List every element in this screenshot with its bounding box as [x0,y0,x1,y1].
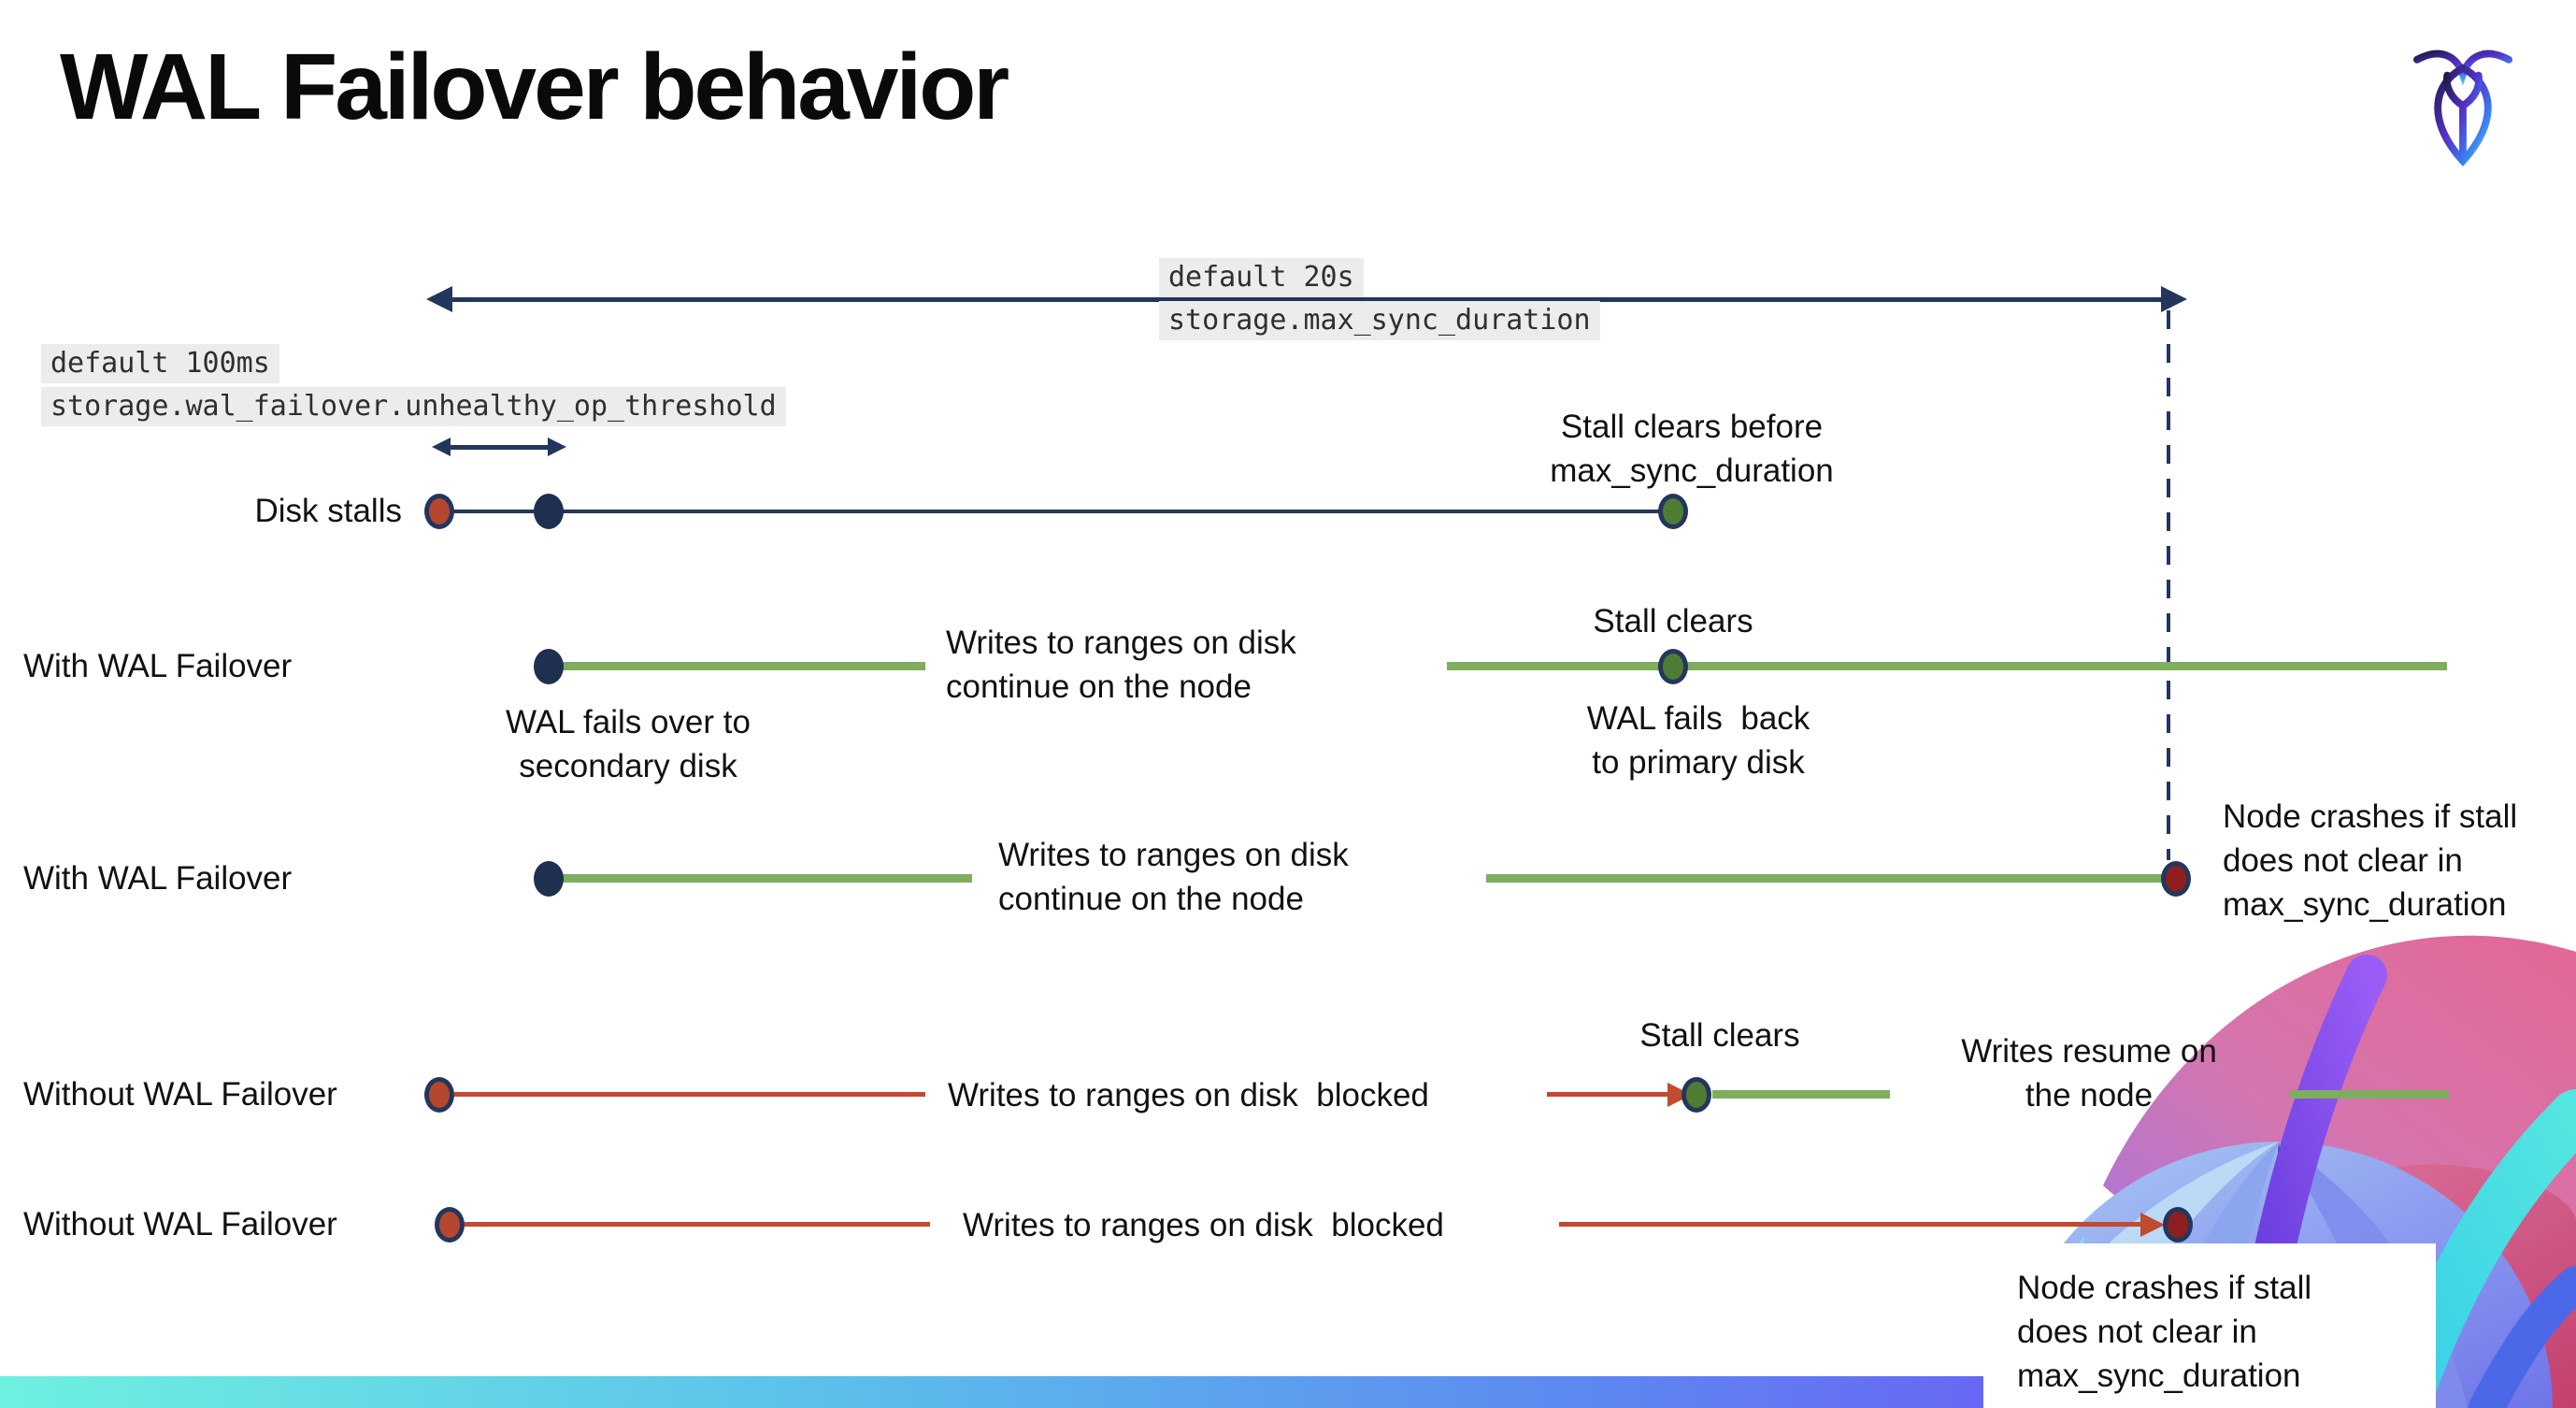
writes-resume-note: Writes resume on the node [1961,1033,2217,1113]
stall-start-dot [424,1077,454,1113]
node-crash-callout: Node crashes if stall does not clear in … [1983,1243,2436,1408]
failover-dot [534,861,564,897]
row-label-without-wal-failover-2: Without WAL Failover [23,1206,337,1243]
arrowhead-right-icon [2161,286,2187,312]
stall-clears-note: Stall clears [1593,603,1753,639]
writes-continue-line [1486,874,2167,883]
writes-blocked-line [465,1222,930,1227]
red-arrowhead-icon [2140,1213,2165,1237]
writes-continue-note: Writes to ranges on disk continue on the… [946,625,1296,705]
wal-failover-note: WAL fails over to secondary disk [506,704,751,784]
stall-clear-dot [1658,494,1688,529]
max-sync-default-value: default 20s [1159,258,1364,297]
page-title: WAL Failover behavior [60,35,1009,139]
failover-dot [534,649,564,684]
writes-continue-note: Writes to ranges on disk continue on the… [998,837,1349,917]
writes-resume-line [1712,1090,1890,1099]
row-label-with-wal-failover-1: With WAL Failover [23,648,293,684]
stall-clear-dot [1682,1077,1711,1113]
writes-resume-line [2290,1090,2449,1099]
stall-clears-before-note: Stall clears before max_sync_duration [1550,409,1834,489]
stall-start-dot [435,1207,465,1243]
arrowhead-left-icon [426,286,452,312]
arrowhead-left-icon [432,438,451,456]
node-crash-dot [2161,861,2191,897]
threshold-setting-name: storage.wal_failover.unhealthy_op_thresh… [41,387,786,426]
max-sync-setting-name: storage.max_sync_duration [1159,301,1600,340]
arrowhead-right-icon [548,438,566,456]
threshold-range-arrow [447,445,550,450]
writes-blocked-note: Writes to ranges on disk blocked [963,1207,1444,1243]
node-crash-note: Node crashes if stall does not clear in … [2017,1270,2312,1394]
row-label-without-wal-failover-1: Without WAL Failover [23,1076,337,1113]
wal-failback-note: WAL fails back to primary disk [1586,700,1810,781]
stall-start-dot [424,494,454,529]
max-sync-duration-arrow [439,297,2167,302]
writes-continue-line [561,662,925,670]
writes-blocked-line [454,1092,925,1097]
cockroachdb-logo-icon [2412,50,2513,166]
writes-blocked-note: Writes to ranges on disk blocked [948,1077,1429,1113]
disk-stall-timeline [439,510,1673,513]
max-sync-deadline-line [2167,310,2170,860]
writes-blocked-line [1559,1222,2142,1227]
max-sync-duration-label: default 20s storage.max_sync_duration [1159,258,1600,344]
node-crash-note: Node crashes if stall does not clear in … [2223,798,2518,923]
node-crash-dot [2163,1207,2193,1243]
unhealthy-op-threshold-label: default 100ms storage.wal_failover.unhea… [41,344,786,430]
row-label-with-wal-failover-2: With WAL Failover [23,860,293,897]
writes-continue-line [561,874,972,883]
failover-threshold-dot [534,494,564,529]
threshold-default-value: default 100ms [41,344,279,383]
stall-clears-note: Stall clears [1639,1017,1800,1054]
stall-clear-dot [1658,649,1688,684]
writes-blocked-line [1547,1092,1670,1097]
writes-continue-line [1447,662,2447,670]
row-label-disk-stalls: Disk stalls [254,493,402,529]
